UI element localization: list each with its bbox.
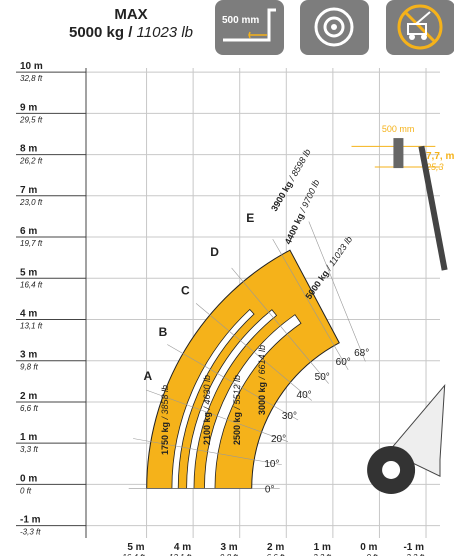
y-tick-ft-label: 3,3 ft [20, 445, 39, 454]
x-tick-ft-label: 6,6 ft [266, 553, 285, 556]
tyre-badge [300, 0, 369, 55]
angle-label: 50° [315, 372, 330, 383]
load-label: 2100 kg / 4630 lb [202, 375, 212, 445]
angle-label: 0° [265, 485, 275, 496]
angle-ray [308, 221, 366, 362]
y-tick-ft-label: 19,7 ft [20, 239, 43, 248]
y-tick-ft-label: 29,5 ft [19, 115, 43, 124]
max-load-kg: 5000 kg / [68, 24, 133, 41]
x-tick-label: 4 m [174, 542, 191, 553]
angle-ray [272, 238, 349, 371]
y-tick-label: 5 m [20, 267, 37, 278]
angle-label: 40° [297, 390, 312, 401]
max-height-ft-label: 25,3 [425, 162, 444, 172]
extension-label: C [181, 283, 190, 297]
y-tick-label: 4 m [20, 308, 37, 319]
angle-ray [133, 438, 282, 466]
load-label-text: 3000 kg / 6614 lb [257, 345, 267, 415]
max-load-lb: 11023 lb [136, 24, 193, 41]
y-tick-ft-label: 6,6 ft [20, 404, 39, 413]
no-outriggers-icon [397, 4, 443, 50]
max-load: 5000 kg / 11023 lb [0, 24, 262, 41]
zone-separator [204, 314, 302, 489]
y-tick-label: 2 m [20, 391, 37, 402]
y-tick-label: 1 m [20, 432, 37, 443]
extension-label: A [143, 369, 152, 383]
y-tick-label: 10 m [20, 61, 43, 72]
y-tick-ft-label: 23,0 ft [19, 198, 43, 207]
fork-length-icon [223, 8, 276, 42]
load-label: 2500 kg / 5512 lb [232, 375, 242, 445]
y-tick-label: 7 m [20, 185, 37, 196]
x-tick-label: 3 m [220, 542, 237, 553]
angle-ray [145, 389, 289, 442]
y-tick-label: 8 m [20, 144, 37, 155]
y-tick-ft-label: 16,4 ft [20, 280, 43, 289]
load-label: 3000 kg / 6614 lb [257, 345, 267, 415]
angle-label: 30° [282, 411, 297, 422]
load-label-text: 5000 kg / 11023 lb [303, 234, 354, 301]
x-tick-ft-label: 3,3 ft [313, 553, 332, 556]
extension-label: D [210, 245, 219, 259]
x-tick-ft-label: 16,4 ft [122, 553, 145, 556]
x-tick-label: -1 m [403, 542, 424, 553]
load-label-text: 2100 kg / 4630 lb [202, 375, 212, 445]
load-label-text: 1750 kg / 3858 lb [160, 385, 170, 455]
x-tick-ft-label: 0 ft [366, 553, 378, 556]
max-label: MAX [114, 6, 148, 23]
x-tick-label: 5 m [127, 542, 144, 553]
angle-label: 68° [354, 348, 369, 359]
fork-length-badge: 500 mm [215, 0, 284, 55]
tyre-icon [314, 7, 354, 47]
x-tick-ft-label: 13,1 ft [169, 553, 192, 556]
x-tick-ft-label: 9,8 ft [220, 553, 239, 556]
extension-label: E [246, 211, 254, 225]
load-label: 5000 kg / 11023 lb [303, 234, 354, 301]
angle-label: 10° [264, 459, 279, 470]
y-tick-ft-label: 13,1 ft [20, 321, 43, 330]
y-tick-label: 0 m [20, 473, 37, 484]
carriage [393, 138, 404, 169]
load-label: 1750 kg / 3858 lb [160, 385, 170, 455]
angle-ray [231, 267, 329, 384]
y-tick-label: 3 m [20, 350, 37, 361]
y-tick-ft-label: 26,2 ft [19, 157, 43, 166]
angle-label: 60° [336, 357, 351, 368]
angle-label: 20° [271, 434, 286, 445]
x-tick-ft-label: -3,3 ft [404, 553, 425, 556]
y-tick-label: 6 m [20, 226, 37, 237]
x-tick-label: 2 m [267, 542, 284, 553]
telehandler-illustration [367, 138, 448, 494]
zone-separator [171, 308, 255, 489]
y-tick-label: -1 m [20, 515, 41, 526]
y-tick-ft-label: 0 ft [20, 486, 32, 495]
max-height-label: 7,7, m [426, 151, 454, 162]
angle-ray [195, 303, 312, 401]
extension-label: B [159, 325, 168, 339]
y-tick-ft-label: -3,3 ft [20, 528, 41, 537]
x-tick-label: 1 m [314, 542, 331, 553]
x-tick-label: 0 m [360, 542, 377, 553]
wheel-hub [382, 460, 401, 479]
angle-ray [167, 344, 299, 421]
fork-annotation: 500 mm [382, 124, 415, 134]
zone-separator [186, 309, 278, 489]
load-label-text: 2500 kg / 5512 lb [232, 375, 242, 445]
no-outriggers-badge [386, 0, 454, 55]
y-tick-ft-label: 32,8 ft [20, 74, 43, 83]
fork-length-label: 500 mm [222, 15, 260, 26]
boom [418, 145, 448, 271]
y-tick-ft-label: 9,8 ft [20, 363, 39, 372]
y-tick-label: 9 m [20, 102, 37, 113]
